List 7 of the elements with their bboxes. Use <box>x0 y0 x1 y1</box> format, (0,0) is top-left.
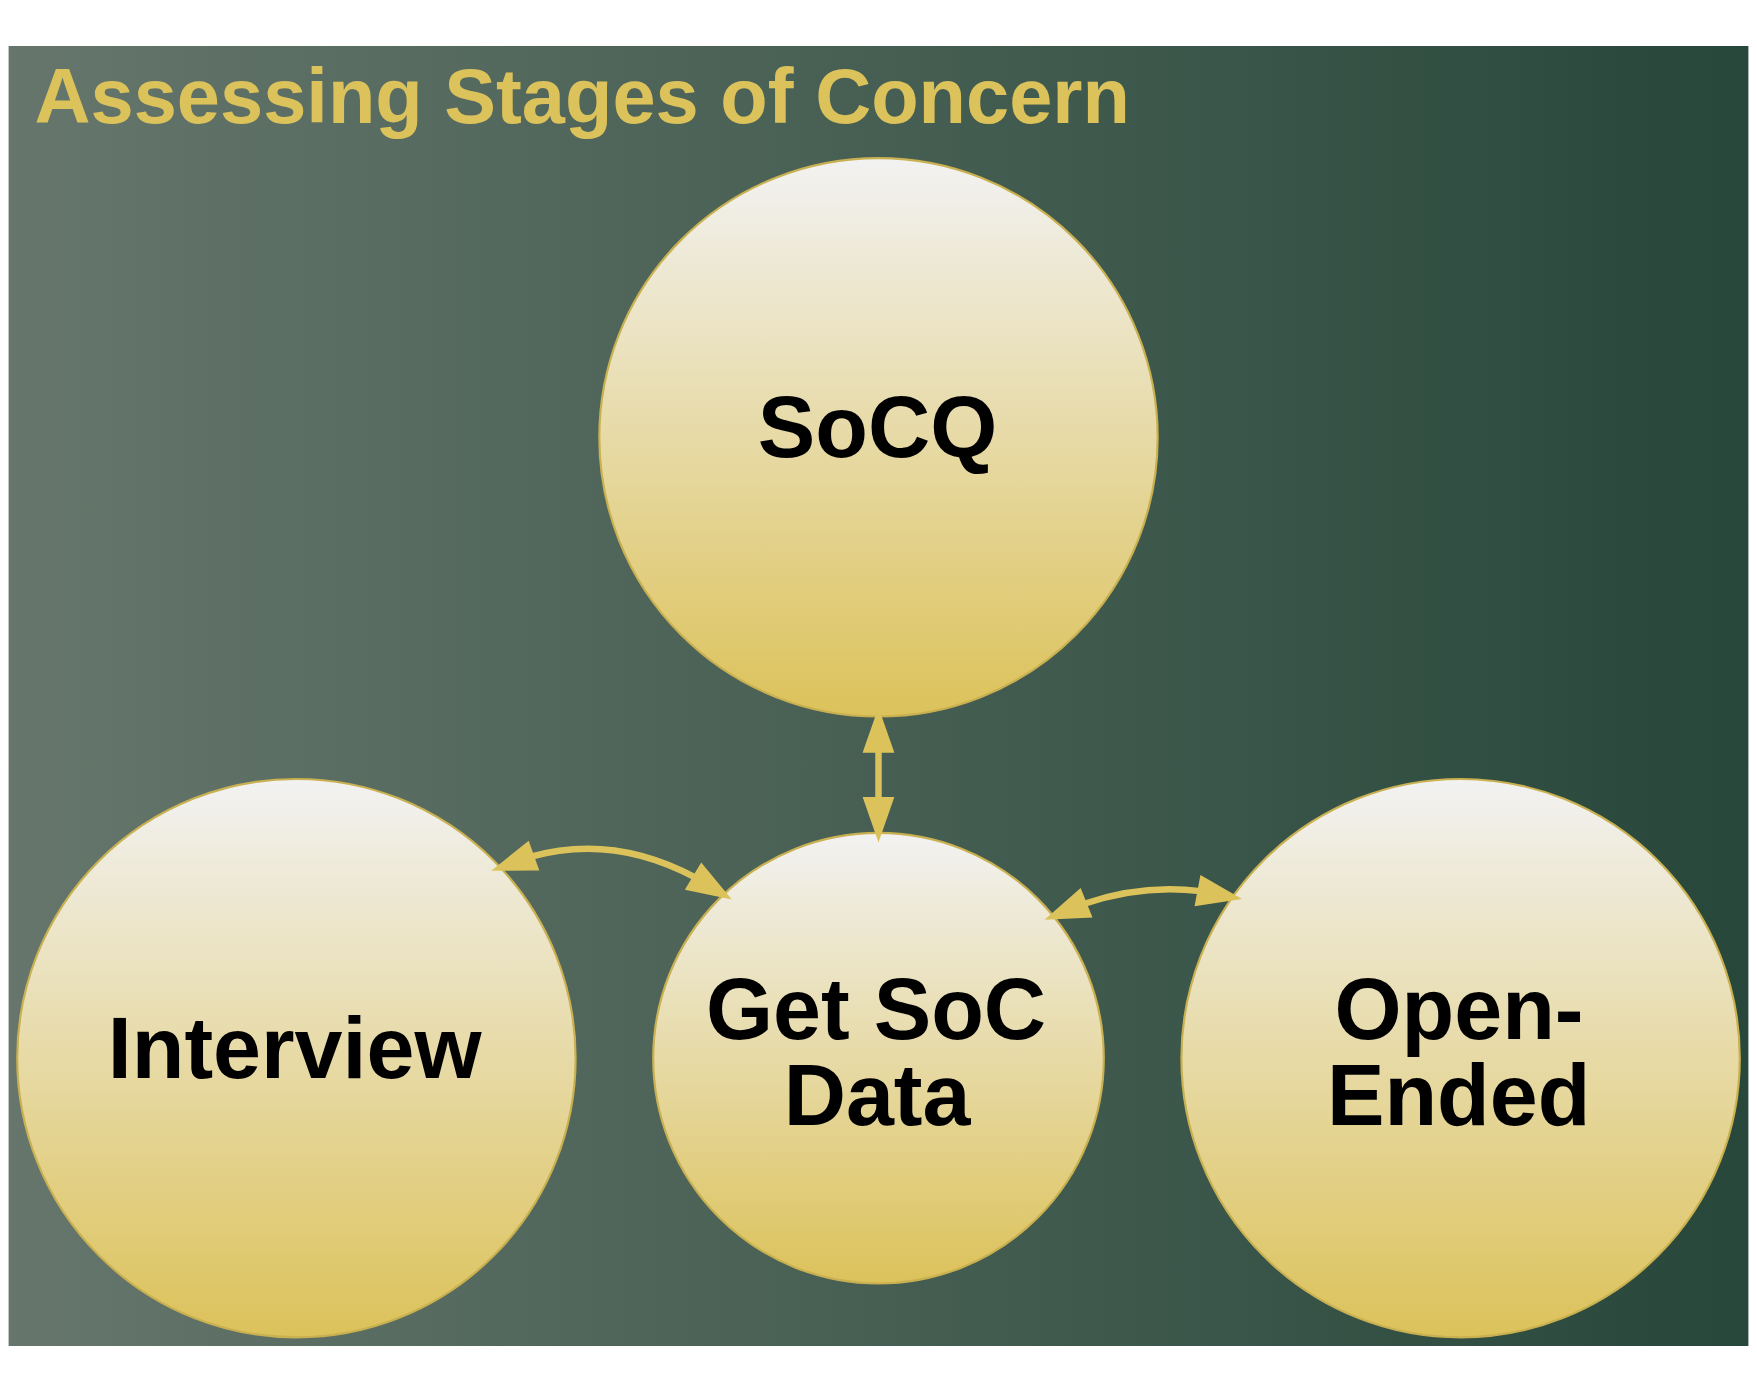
node-circle: Interview <box>16 777 577 1338</box>
node-circle: Get SoC Data <box>652 831 1105 1285</box>
diagram-title: Assessing Stages of Concern <box>34 52 1130 139</box>
node-circle: SoCQ <box>598 156 1159 718</box>
arrow <box>491 840 732 900</box>
node-circle: Open-Ended <box>1180 777 1741 1338</box>
arrow <box>1044 874 1243 920</box>
